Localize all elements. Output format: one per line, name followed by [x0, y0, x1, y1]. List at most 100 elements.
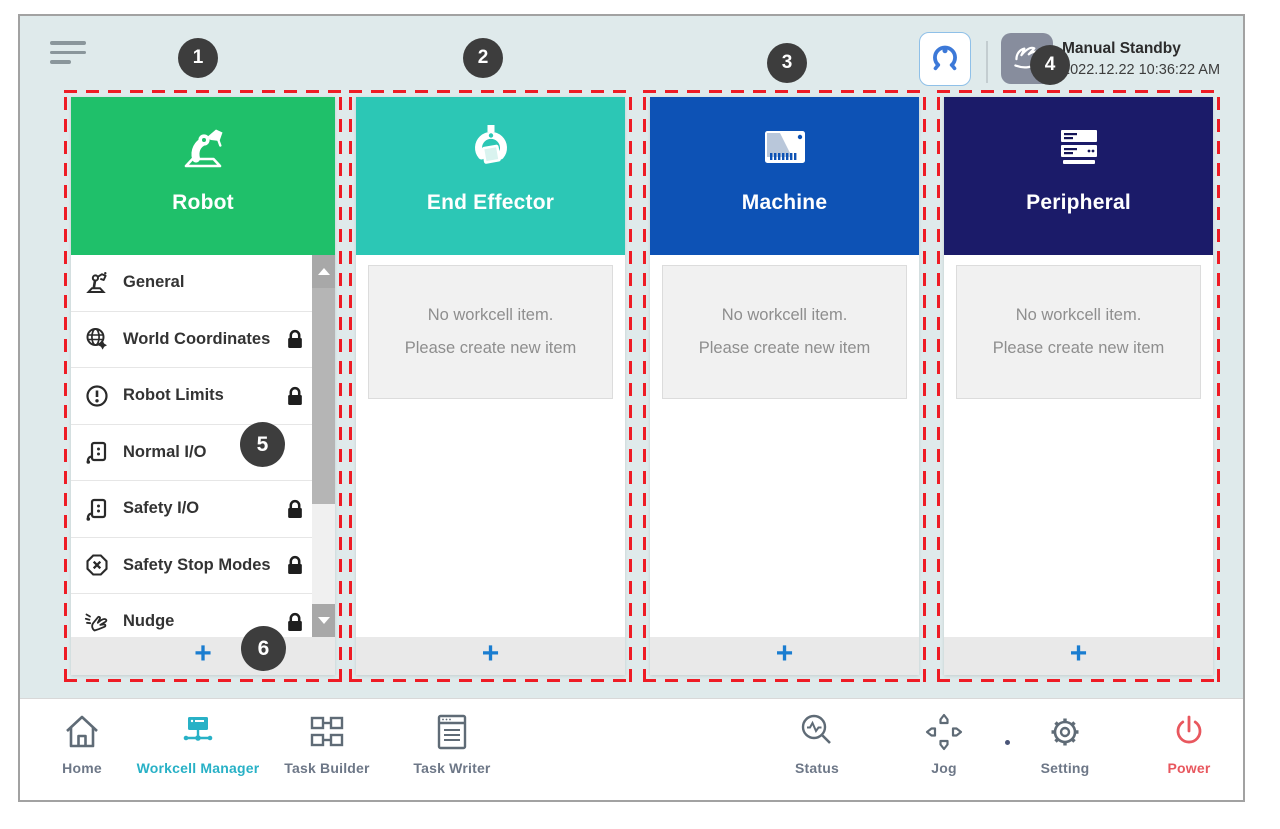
plus-icon: + [775, 637, 794, 670]
robot-arm-icon [176, 119, 230, 175]
nav-item-power[interactable]: Power [1114, 709, 1243, 776]
end-effector-header-button[interactable]: End Effector [356, 97, 625, 255]
status-icon [742, 709, 892, 755]
add-machine-item-button[interactable]: + [650, 637, 919, 675]
list-item-label: Robot Limits [123, 386, 224, 405]
list-scrollbar[interactable] [312, 255, 335, 637]
annotation-badge-1: 1 [178, 38, 218, 78]
empty-state: No workcell item. Please create new item [368, 265, 613, 399]
timestamp: 2022.12.22 10:36:22 AM [1062, 62, 1221, 79]
hamburger-line [50, 50, 86, 54]
empty-line-2: Please create new item [404, 339, 577, 357]
robot-item-list-body: General World Coordinates [71, 255, 335, 637]
lock-icon [286, 329, 304, 349]
empty-state: No workcell item. Please create new item [662, 265, 907, 399]
nav-label: Task Writer [413, 760, 491, 776]
lock-icon [286, 499, 304, 519]
plus-icon: + [194, 637, 212, 670]
lock-icon [286, 386, 304, 406]
jog-icon [869, 709, 1019, 755]
gripper-icon [464, 119, 518, 175]
list-item-label: Normal I/O [123, 442, 207, 461]
workcell-column-machine: Machine No workcell item. Please create … [650, 97, 919, 675]
nav-item-status[interactable]: Status [742, 709, 892, 776]
hamburger-menu-icon[interactable] [50, 41, 86, 70]
empty-line-1: No workcell item. [721, 306, 848, 324]
peripheral-body: No workcell item. Please create new item [944, 255, 1213, 637]
task-writer-icon [377, 709, 527, 755]
add-end-effector-item-button[interactable]: + [356, 637, 625, 675]
home-icon [20, 709, 157, 755]
robot-state-readout: Manual Standby 2022.12.22 10:36:22 AM [1062, 39, 1220, 80]
nav-label: Jog [931, 760, 957, 776]
general-icon [84, 270, 114, 296]
topbar-divider [986, 41, 988, 83]
annotation-badge-4: 4 [1030, 45, 1070, 85]
annotation-badge-5: 5 [240, 422, 285, 467]
peripheral-icon [1052, 119, 1106, 175]
list-item-general[interactable]: General [71, 255, 312, 312]
nav-item-home[interactable]: Home [20, 709, 157, 776]
nav-item-jog[interactable]: Jog [869, 709, 1019, 776]
robot-header-button[interactable]: Robot [71, 97, 335, 255]
scrollbar-thumb[interactable] [312, 288, 335, 504]
workcell-column-robot: Robot General [71, 97, 335, 675]
list-item-safety-stop-modes[interactable]: Safety Stop Modes [71, 538, 312, 594]
power-icon [1114, 709, 1243, 755]
nav-item-setting[interactable]: Setting [990, 709, 1140, 776]
bottom-navigation-bar: Home Workcell Manager [20, 698, 1243, 800]
end-effector-body: No workcell item. Please create new item [356, 255, 625, 637]
nav-label: Workcell Manager [136, 760, 260, 776]
triangle-down-icon [317, 617, 330, 624]
machine-icon [758, 119, 812, 175]
list-item-label: Safety Stop Modes [123, 555, 271, 574]
machine-header-button[interactable]: Machine [650, 97, 919, 255]
column-title: Machine [741, 191, 828, 214]
empty-line-2: Please create new item [698, 339, 871, 357]
lock-icon [286, 612, 304, 632]
list-item-world-coordinates[interactable]: World Coordinates [71, 312, 312, 368]
list-item-robot-limits[interactable]: Robot Limits [71, 368, 312, 425]
stop-modes-icon [84, 552, 114, 578]
io-icon [84, 496, 114, 522]
nav-label: Status [795, 760, 839, 776]
nav-item-workcell-manager[interactable]: Workcell Manager [123, 709, 273, 776]
app-frame: Manual Standby 2022.12.22 10:36:22 AM 1 … [18, 14, 1245, 802]
peripheral-header-button[interactable]: Peripheral [944, 97, 1213, 255]
list-item-label: World Coordinates [123, 329, 271, 348]
list-item-label: Nudge [123, 612, 175, 631]
robot-servo-button[interactable] [919, 32, 971, 86]
workcell-manager-icon [123, 709, 273, 755]
task-builder-icon [252, 709, 402, 755]
scroll-up-button[interactable] [312, 255, 335, 288]
nav-label: Power [1167, 760, 1211, 776]
add-robot-item-button[interactable]: + [71, 637, 335, 675]
plus-icon: + [1069, 637, 1088, 670]
setting-icon [990, 709, 1140, 755]
plus-icon: + [481, 637, 500, 670]
column-title: End Effector [426, 191, 555, 214]
mode-label: Manual Standby [1062, 40, 1181, 57]
nav-item-task-writer[interactable]: Task Writer [377, 709, 527, 776]
annotation-badge-3: 3 [767, 43, 807, 83]
empty-line-1: No workcell item. [1015, 306, 1142, 324]
annotation-badge-6: 6 [241, 626, 286, 671]
list-item-safety-io[interactable]: Safety I/O [71, 481, 312, 538]
robot-servo-icon [927, 39, 963, 80]
annotation-badge-2: 2 [463, 38, 503, 78]
nudge-icon [84, 609, 114, 635]
io-icon [84, 439, 114, 465]
nav-label: Task Builder [284, 760, 370, 776]
nav-item-task-builder[interactable]: Task Builder [252, 709, 402, 776]
column-title: Robot [172, 191, 234, 214]
workcell-column-end-effector: End Effector No workcell item. Please cr… [356, 97, 625, 675]
world-coordinates-icon [84, 326, 114, 352]
robot-limits-icon [84, 383, 114, 409]
hamburger-line [50, 41, 86, 45]
add-peripheral-item-button[interactable]: + [944, 637, 1213, 675]
workcell-column-peripheral: Peripheral No workcell item. Please crea… [944, 97, 1213, 675]
nav-separator-dot [1005, 740, 1010, 745]
list-item-label: Safety I/O [123, 499, 200, 518]
nav-label: Setting [1040, 760, 1090, 776]
scroll-down-button[interactable] [312, 604, 335, 637]
